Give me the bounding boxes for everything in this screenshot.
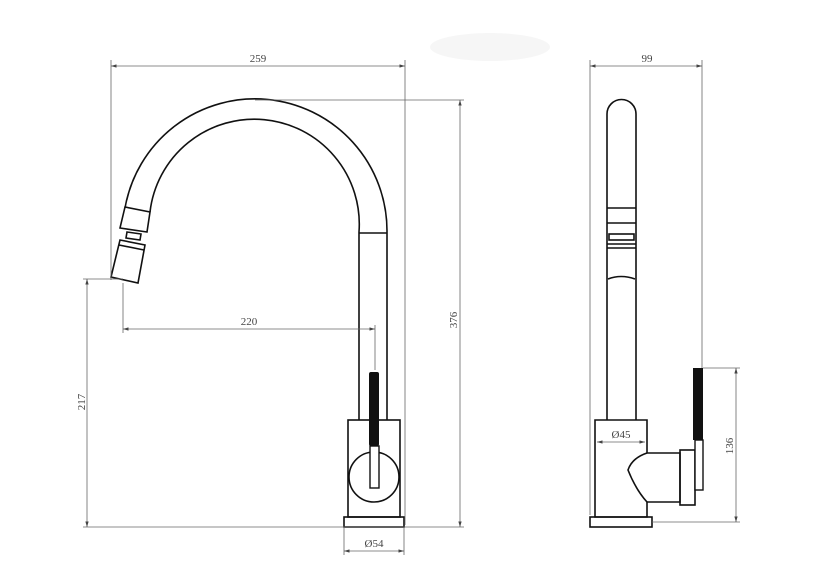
faucet-front-outline	[110, 98, 405, 528]
aerator	[110, 239, 146, 284]
side-dimensions: 99 Ø45 136	[589, 53, 740, 523]
dim-label-45: Ø45	[612, 429, 631, 441]
front-dimensions: 259 376 217 220 Ø54	[76, 53, 464, 555]
faucet-side-outline	[589, 98, 704, 528]
dim-label-99: 99	[642, 53, 654, 65]
lever-handle	[369, 372, 379, 446]
side-aerator-band	[608, 233, 635, 241]
dim-label-220: 220	[241, 316, 258, 328]
base-plate	[343, 516, 405, 528]
spout-ring	[119, 206, 151, 233]
dim-label-136: 136	[724, 437, 736, 454]
dim-label-217: 217	[76, 393, 88, 410]
smudge	[430, 33, 550, 61]
side-lever-handle	[693, 368, 703, 440]
dim-label-259: 259	[250, 53, 267, 65]
front-view: 259 376 217 220 Ø54	[76, 53, 464, 555]
side-spout-tube	[606, 98, 637, 420]
side-handle-cap	[679, 449, 696, 506]
spout-outer-arc	[124, 98, 388, 420]
spout-inner-arc	[149, 118, 361, 420]
dim-label-54: Ø54	[365, 538, 384, 550]
side-base-plate	[589, 516, 653, 528]
dim-label-376: 376	[448, 311, 460, 328]
side-body	[594, 419, 681, 518]
side-view: 99 Ø45 136	[589, 53, 740, 528]
